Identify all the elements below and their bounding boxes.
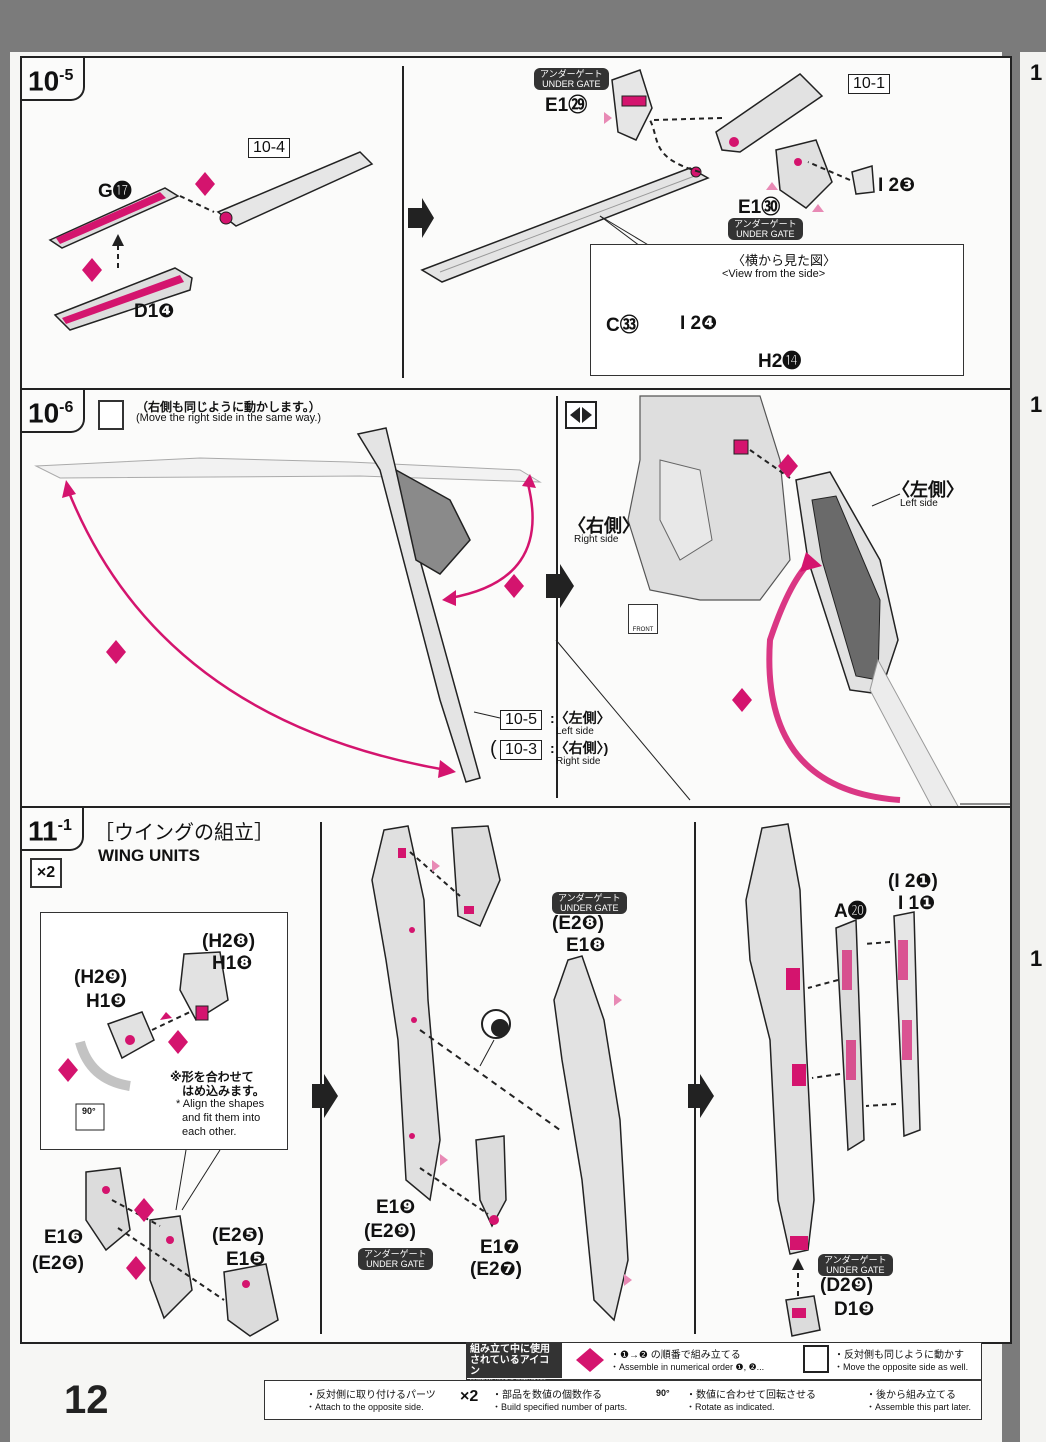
note-en: (Move the right side in the same way.) (136, 412, 322, 424)
next-page-step-fragment: 1 (1030, 946, 1043, 971)
step-11-1-number: 11-1 (22, 808, 84, 852)
divider (320, 822, 322, 1334)
next-page-edge (1020, 52, 1046, 1442)
mirror-icon (98, 400, 124, 430)
legend-item-jp: ・反対側も同じように動かす (834, 1350, 964, 1361)
legend-item-en: ・Move the opposite side as well. (834, 1362, 969, 1372)
part-label: (H2❽) (202, 931, 256, 952)
part-label: E1❾ (376, 1197, 416, 1218)
legend-item-jp: ・❶→❷ の順番で組み立てる (610, 1350, 741, 1361)
part-label: I 1❶ (898, 893, 936, 914)
part-label: H2⓮ (758, 351, 802, 372)
part-label: G⓱ (98, 181, 132, 202)
ref-tag-10-3: 10-3 (500, 740, 543, 760)
legend-item-jp: ・後から組み立てる (866, 1390, 956, 1401)
rotate-icon: 90° (82, 1106, 96, 1116)
legend-item-jp: ・反対側に取り付けるパーツ (306, 1390, 436, 1401)
legend-item-jp: ・数値に合わせて回転させる (686, 1390, 816, 1401)
part-label: (E2❾) (364, 1221, 416, 1242)
part-label: (E2❼) (470, 1259, 522, 1280)
part-label: (I 2❶) (888, 871, 938, 892)
part-label: D1❹ (134, 301, 175, 322)
legend-title: 組み立て中に使用 されているアイコン Symbols used in instr… (466, 1342, 562, 1385)
part-label: (E2❻) (32, 1253, 84, 1274)
part-label: E1❼ (480, 1237, 520, 1258)
part-label: E1❻ (44, 1227, 84, 1248)
part-label: (E2❽) (552, 913, 604, 934)
part-label: E1❽ (566, 935, 606, 956)
part-label: (D2❾) (820, 1275, 874, 1296)
front-icon: FRONT (628, 604, 658, 634)
part-label: E1㉚ (738, 197, 781, 218)
part-label: D1❾ (834, 1299, 875, 1320)
ref-right-jp: :〈右側〉) (550, 740, 609, 756)
note-en: * Align the shapes (176, 1098, 265, 1110)
note-en: each other. (182, 1126, 237, 1138)
next-page-step-fragment: 1 (1030, 392, 1043, 417)
ref-left-en: Left side (556, 726, 594, 737)
part-label: H1❽ (212, 953, 253, 974)
part-label: C㉝ (606, 315, 639, 336)
multiplier-icon: ×2 (30, 858, 62, 888)
ref-tag-10-4: 10-4 (248, 138, 291, 158)
ref-tag-10-5: 10-5 (500, 710, 543, 730)
note-en: and fit them into (182, 1112, 261, 1124)
note-jp: ※形を合わせて (170, 1070, 254, 1084)
divider (694, 822, 696, 1334)
legend-item-en: ・Assemble in numerical order ❶, ❷... (610, 1362, 765, 1372)
part-label: I 2❹ (680, 313, 718, 334)
part-label: I 2❸ (878, 175, 916, 196)
legend-item-en: ・Assemble this part later. (866, 1402, 972, 1412)
part-label: E1㉙ (545, 95, 588, 116)
x2-icon: ×2 (460, 1388, 479, 1405)
next-page-step-fragment: 1 (1030, 60, 1043, 85)
rotate-icon: 90° (656, 1388, 670, 1398)
page-number: 12 (64, 1378, 109, 1422)
part-label: (E2❺) (212, 1225, 264, 1246)
ref-left-jp: :〈左側〉 (550, 710, 611, 726)
side-view-title-jp: 〈横から見た図〉 (732, 253, 837, 268)
note-jp: （右側も同じように動かします。） (136, 400, 321, 414)
legend-item-jp: ・部品を数値の個数作る (492, 1390, 602, 1401)
part-label: E1❺ (226, 1249, 266, 1270)
right-side-label-jp: 〈右側〉 (568, 516, 640, 536)
part-label: A⓴ (834, 901, 867, 922)
step-10-5-number: 10-5 (22, 58, 86, 102)
note-jp: はめ込みます。 (182, 1084, 265, 1098)
ref-right-en: Right side (556, 756, 601, 767)
left-side-label-jp: 〈左側〉 (892, 480, 964, 500)
part-label: H1❾ (86, 991, 127, 1012)
step-10-6-number: 10-6 (22, 390, 86, 434)
left-side-label-en: Left side (900, 498, 938, 509)
right-side-label-en: Right side (574, 534, 619, 545)
legend-item-en: ・Rotate as indicated. (686, 1402, 775, 1412)
section-title-en: WING UNITS (98, 846, 200, 865)
side-view-inset (590, 244, 964, 376)
part-label: (H2❾) (74, 967, 128, 988)
paren: ( (490, 738, 497, 760)
divider (402, 66, 404, 378)
ref-tag-10-1: 10-1 (848, 74, 891, 94)
legend-item-en: ・Build specified number of parts. (492, 1402, 628, 1412)
icon-legend-row2 (264, 1380, 982, 1420)
side-view-title-en: <View from the side> (722, 268, 826, 280)
legend-item-en: ・Attach to the opposite side. (306, 1402, 424, 1412)
section-title-jp: ［ウイングの組立］ (94, 822, 274, 844)
